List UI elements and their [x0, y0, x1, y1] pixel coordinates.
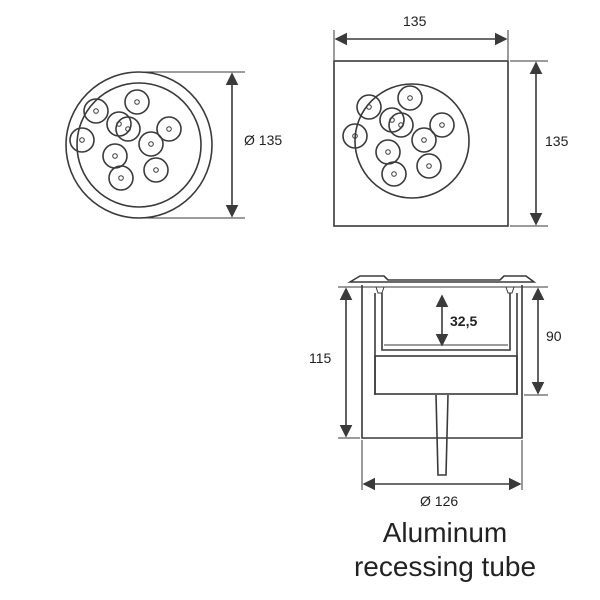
led-lens	[375, 139, 401, 165]
square-fixture-view	[333, 60, 509, 227]
led-center	[385, 149, 391, 155]
round-diameter-dimension: Ø 135	[140, 71, 282, 219]
led-lens	[102, 143, 128, 169]
square-height-label: 135	[545, 133, 569, 149]
led-center	[112, 153, 118, 159]
led-lens	[397, 85, 423, 111]
led-lens	[156, 116, 182, 142]
led-center	[118, 175, 124, 181]
led-center	[134, 99, 140, 105]
tube-depth-dimension: 32,5	[435, 294, 477, 347]
tube-diameter-label: Ø 126	[420, 493, 458, 509]
led-center	[93, 108, 99, 114]
tube-depth-label: 32,5	[450, 313, 477, 329]
round-diameter-label: Ø 135	[244, 132, 282, 148]
tube-outer-height-label: 115	[309, 350, 332, 366]
led-center	[398, 122, 404, 128]
led-center	[79, 137, 85, 143]
led-group-round	[69, 89, 182, 191]
led-lens	[83, 98, 109, 124]
led-center	[366, 104, 372, 110]
led-lens	[381, 161, 407, 187]
tube-diameter-dimension: Ø 126	[361, 440, 523, 509]
led-center	[125, 126, 131, 132]
led-center	[352, 133, 358, 139]
tube-inner-height-dimension: 90	[524, 286, 562, 396]
led-lens	[342, 123, 368, 149]
led-lens	[106, 111, 132, 137]
led-center	[407, 95, 413, 101]
led-lens	[138, 131, 164, 157]
led-center	[148, 141, 154, 147]
led-center	[439, 122, 445, 128]
caption-line-2: recessing tube	[353, 551, 537, 582]
caption-line-1: Aluminum	[382, 517, 508, 548]
tube-outer-height-dimension: 115	[309, 286, 360, 439]
led-center	[391, 171, 397, 177]
led-lens	[379, 107, 405, 133]
tube-inner-height-label: 90	[546, 328, 562, 344]
square-width-dimension: 135	[333, 13, 509, 60]
led-lens	[356, 94, 382, 120]
square-height-dimension: 135	[510, 60, 569, 227]
square-width-label: 135	[403, 13, 427, 29]
led-lens	[388, 112, 414, 138]
led-center	[153, 167, 159, 173]
led-lens	[108, 165, 134, 191]
led-lens	[124, 89, 150, 115]
led-center	[166, 126, 172, 132]
round-fixture-view	[65, 71, 213, 219]
led-lens	[416, 153, 442, 179]
led-lens	[429, 112, 455, 138]
led-lens	[411, 127, 437, 153]
led-center	[421, 137, 427, 143]
led-lens	[69, 127, 95, 153]
led-center	[426, 163, 432, 169]
led-lens	[115, 116, 141, 142]
led-lens	[143, 157, 169, 183]
led-group-square	[342, 85, 455, 187]
